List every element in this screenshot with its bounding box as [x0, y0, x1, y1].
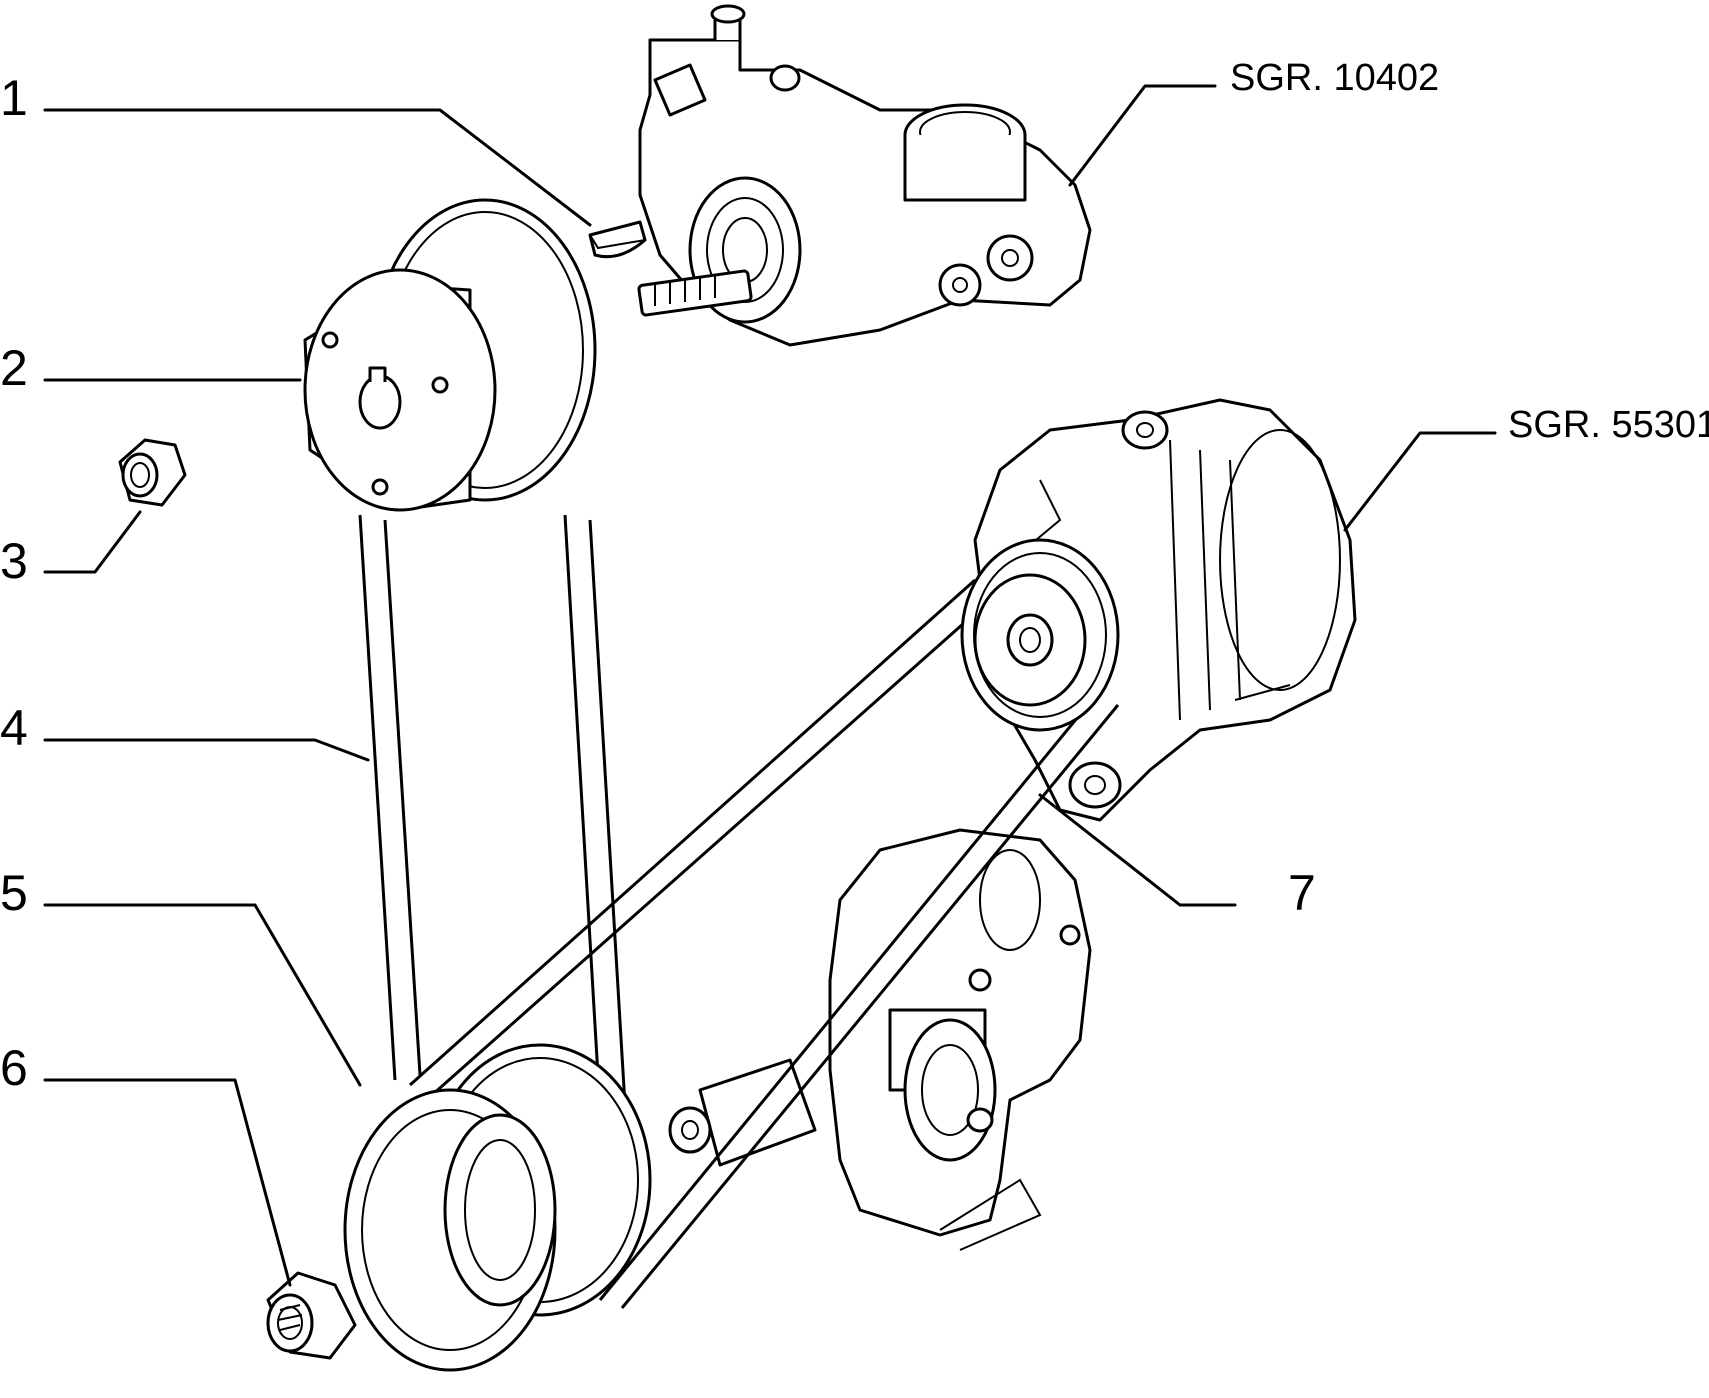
water-pump-pulley	[303, 198, 597, 512]
callout-2: 2	[0, 340, 28, 396]
belt-7	[409, 578, 1120, 1309]
callout-6: 6	[0, 1040, 28, 1096]
tensioner-housing	[668, 828, 1092, 1251]
callout-1: 1	[0, 70, 28, 126]
callout-3: 3	[0, 533, 28, 589]
water-pump-assembly	[637, 4, 1092, 347]
nut-6	[266, 1271, 357, 1360]
callout-4: 4	[0, 700, 28, 756]
crankshaft-pulley	[343, 1043, 652, 1372]
woodruff-key	[588, 220, 647, 259]
alternator-pulley	[960, 538, 1120, 732]
callout-5: 5	[0, 865, 28, 921]
reference-water-pump: SGR. 10402	[1230, 57, 1439, 99]
nut-3	[118, 438, 187, 507]
leader-lines	[43, 84, 1497, 1287]
belt-4	[358, 514, 627, 1111]
callout-7: 7	[1288, 865, 1316, 921]
reference-alternator: SGR. 55301	[1508, 404, 1709, 446]
